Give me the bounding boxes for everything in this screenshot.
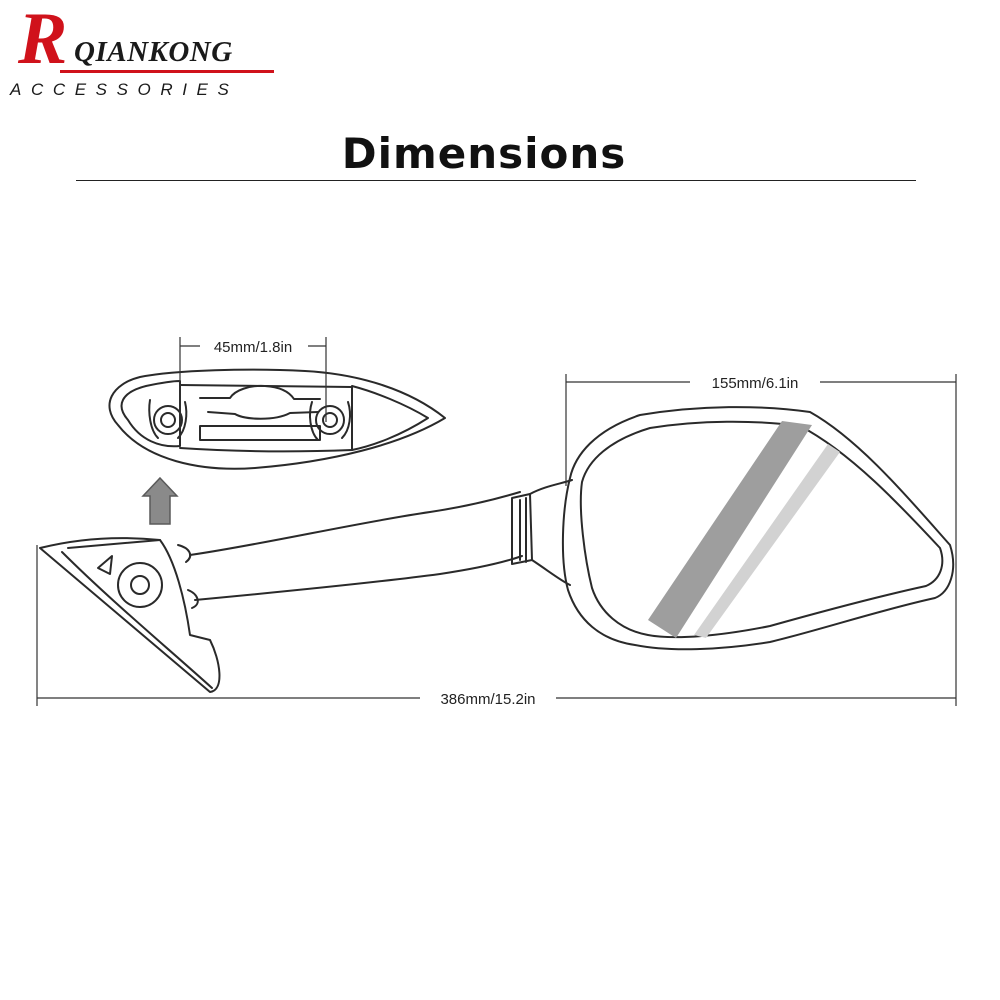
mirror-head (561, 406, 955, 651)
mount-hole-left (153, 405, 183, 435)
mirror-glass-reflection-stripe (648, 421, 840, 638)
mount-hole-right (315, 405, 345, 435)
brand-logo-rule (60, 70, 274, 73)
title-divider (76, 180, 916, 181)
mount-base-plate (108, 368, 446, 470)
up-arrow-icon (141, 476, 179, 525)
brand-logo-initial: R (18, 0, 68, 80)
page-title: Dimensions (341, 129, 627, 178)
brand-logo: R QIANKONG ACCESSORIES (8, 2, 278, 106)
mirror-stem-and-bracket (39, 479, 573, 693)
brand-logo-tagline: ACCESSORIES (10, 80, 239, 99)
dimension-label-hole-spacing: 45mm/1.8in (214, 339, 292, 356)
dimension-line-total-length (36, 545, 957, 706)
dimension-label-mirror-width: 155mm/6.1in (712, 375, 799, 392)
dimension-line-hole-spacing (179, 337, 327, 422)
brand-logo-name: QIANKONG (74, 36, 233, 68)
dimension-label-total-length: 386mm/15.2in (440, 691, 535, 708)
dimension-line-mirror-width (565, 374, 957, 552)
